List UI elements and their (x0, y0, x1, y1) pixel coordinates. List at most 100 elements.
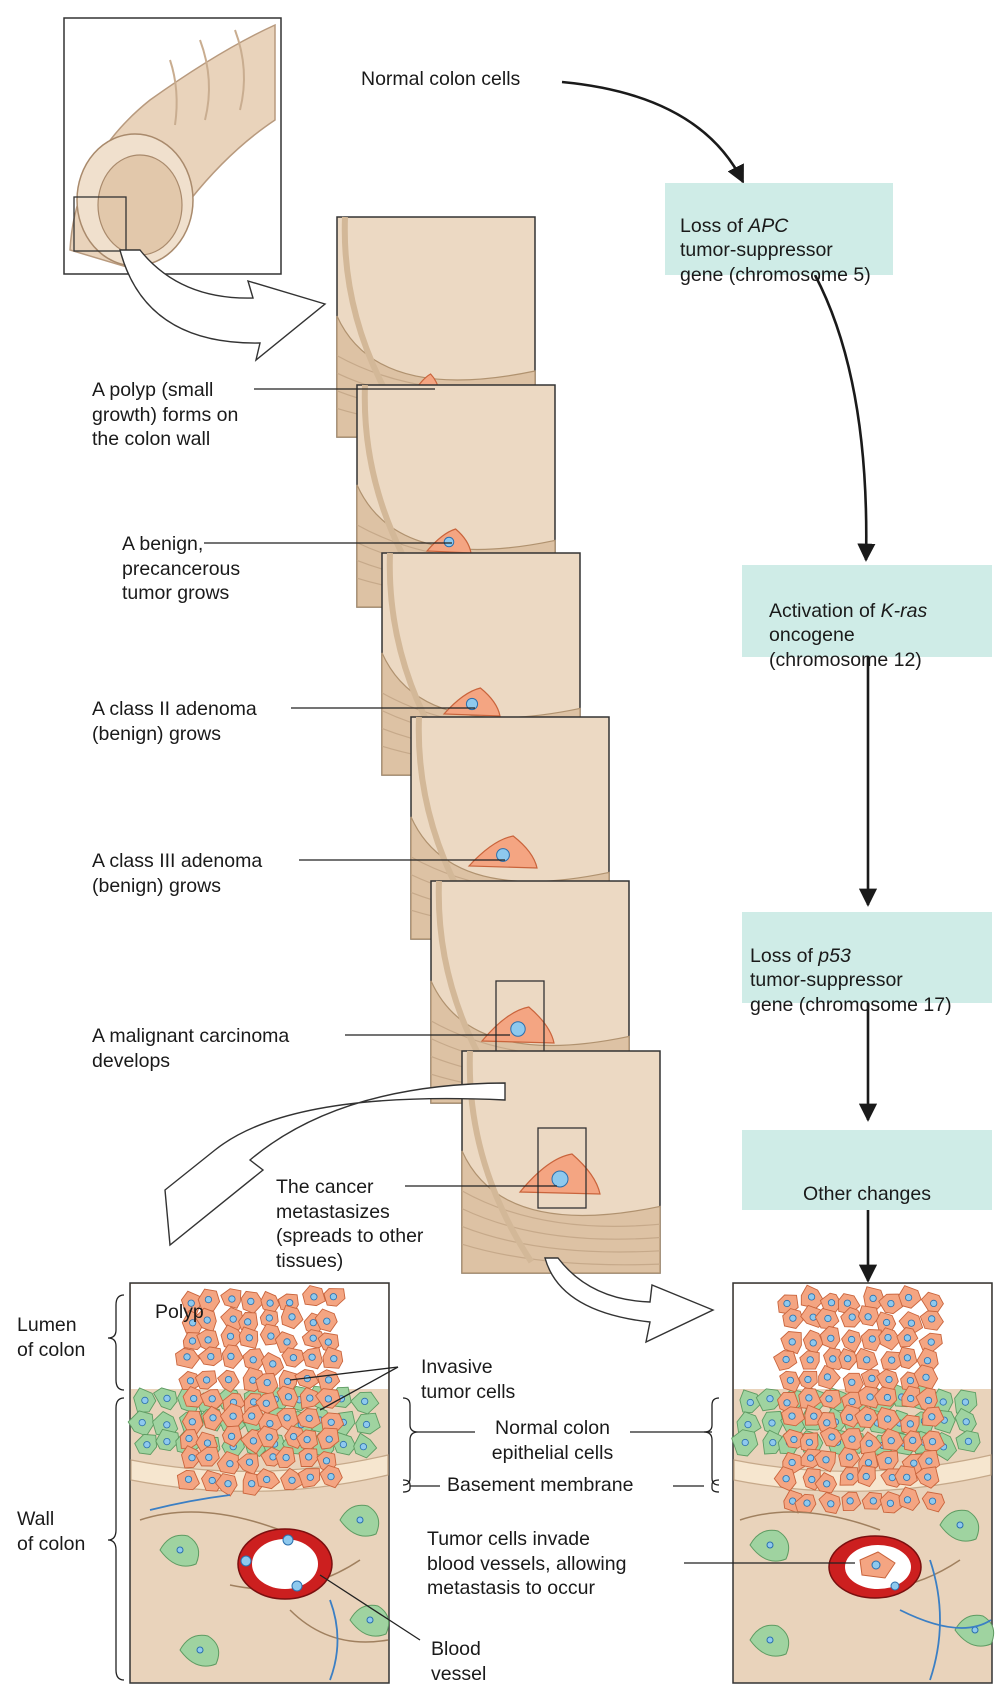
cell-nucleus (366, 1616, 374, 1624)
step-post: Other changes (803, 1182, 931, 1205)
cell-nucleus (888, 1474, 896, 1482)
cell-nucleus (188, 1454, 196, 1462)
cell-nucleus (286, 1299, 294, 1307)
cell-nucleus (163, 1438, 171, 1446)
invade-label: Tumor cells invade blood vessels, allowi… (427, 1528, 627, 1599)
cell-nucleus (806, 1454, 815, 1462)
cell-nucleus (924, 1473, 932, 1481)
cell-nucleus (306, 1473, 314, 1481)
cell-nucleus (844, 1355, 852, 1363)
cell-nucleus (827, 1334, 835, 1342)
cell-nucleus (309, 1319, 317, 1327)
cell-nucleus (883, 1393, 892, 1402)
cell-nucleus (289, 1354, 297, 1362)
cell-nucleus (185, 1434, 193, 1443)
metastasis-arrow-left (164, 1082, 506, 1247)
cell-nucleus (848, 1378, 856, 1386)
cell-nucleus (903, 1354, 912, 1362)
cell-nucleus (359, 1443, 367, 1451)
cell-nucleus (163, 1421, 171, 1429)
cell-nucleus (862, 1472, 870, 1481)
cell-nucleus (882, 1318, 891, 1327)
cell-nucleus (809, 1339, 817, 1347)
stroma-cells-right (749, 1509, 995, 1657)
cell-nucleus (356, 1516, 364, 1524)
cell-nucleus (788, 1338, 796, 1346)
cell-nucleus (827, 1299, 836, 1307)
cell-nucleus (176, 1546, 184, 1554)
stage-leader-lines (204, 388, 557, 1187)
cell-nucleus (245, 1458, 254, 1466)
cell-nucleus (866, 1393, 874, 1401)
cell-nucleus (790, 1435, 798, 1444)
cell-nucleus (269, 1360, 277, 1368)
cell-nucleus (249, 1437, 257, 1445)
step-post: oncogene (chromosome 12) (769, 624, 922, 671)
cell-nucleus (766, 1636, 774, 1644)
gene-name: K-ras (880, 599, 928, 622)
cell-nucleus (907, 1394, 915, 1403)
cell-nucleus (847, 1335, 856, 1344)
cell-nucleus (203, 1439, 212, 1447)
cell-nucleus (810, 1412, 818, 1420)
cell-nucleus (208, 1395, 216, 1403)
cell-nucleus (188, 1337, 197, 1345)
cell-nucleus (303, 1436, 311, 1444)
cell-nucleus (746, 1398, 754, 1407)
cell-nucleus (741, 1438, 749, 1447)
cell-nucleus (305, 1453, 313, 1461)
stage-panels (336, 216, 661, 1274)
cell-nucleus (884, 1334, 892, 1342)
stage-label-polyp: A polyp (small growth) forms on the colo… (92, 379, 239, 450)
cell-nucleus (282, 1454, 290, 1462)
blood-vessel-right (859, 1551, 900, 1591)
cell-nucleus (786, 1376, 795, 1384)
gene-name: APC (748, 214, 789, 237)
step-box-other: Other changes (742, 1130, 992, 1210)
cell-nucleus (823, 1419, 831, 1427)
cell-nucleus (184, 1475, 193, 1483)
step-box-kras: Activation of K-ras oncogene (chromosome… (742, 565, 992, 671)
cell-nucleus (789, 1314, 797, 1322)
basement-label: Basement membrane (447, 1474, 634, 1496)
cell-nucleus (956, 1521, 964, 1529)
cell-nucleus (305, 1414, 313, 1422)
step-post: tumor-suppressor gene (chromosome 5) (680, 239, 871, 286)
bottom-leader-lines (107, 1294, 855, 1681)
cell-nucleus (190, 1395, 198, 1403)
cell-nucleus (324, 1338, 332, 1346)
cell-nucleus (207, 1353, 215, 1361)
cell-nucleus (339, 1440, 347, 1449)
cell-nucleus (245, 1334, 253, 1342)
cell-nucleus (224, 1480, 232, 1488)
cell-nucleus (327, 1418, 335, 1426)
cell-nucleus (325, 1435, 333, 1443)
cell-nucleus (845, 1453, 854, 1461)
cell-nucleus (868, 1374, 876, 1383)
cell-nucleus (922, 1373, 930, 1381)
blood-vessel-label: Blood vessel (431, 1638, 487, 1685)
cell-nucleus (187, 1299, 195, 1307)
cell-nucleus (824, 1314, 832, 1323)
cell-nucleus (822, 1456, 830, 1464)
cell-nucleus (865, 1439, 873, 1447)
cell-nucleus (322, 1457, 331, 1465)
gene-name: p53 (818, 944, 851, 967)
cell-nucleus (209, 1414, 217, 1422)
cell-nucleus (903, 1496, 912, 1504)
cell-nucleus (263, 1475, 271, 1484)
cell-nucleus (266, 1420, 274, 1428)
cell-nucleus (228, 1432, 236, 1441)
step-pre: Loss of (680, 214, 749, 237)
cell-nucleus (782, 1355, 790, 1364)
cell-nucleus (846, 1473, 854, 1481)
cell-nucleus (829, 1355, 837, 1363)
invasive-label: Invasive tumor cells (421, 1356, 516, 1403)
cell-nucleus (283, 1377, 292, 1386)
cell-nucleus (208, 1476, 216, 1485)
cell-nucleus (284, 1393, 293, 1401)
cell-nucleus (229, 1315, 237, 1323)
cell-nucleus (910, 1459, 918, 1467)
cell-nucleus (887, 1437, 895, 1445)
